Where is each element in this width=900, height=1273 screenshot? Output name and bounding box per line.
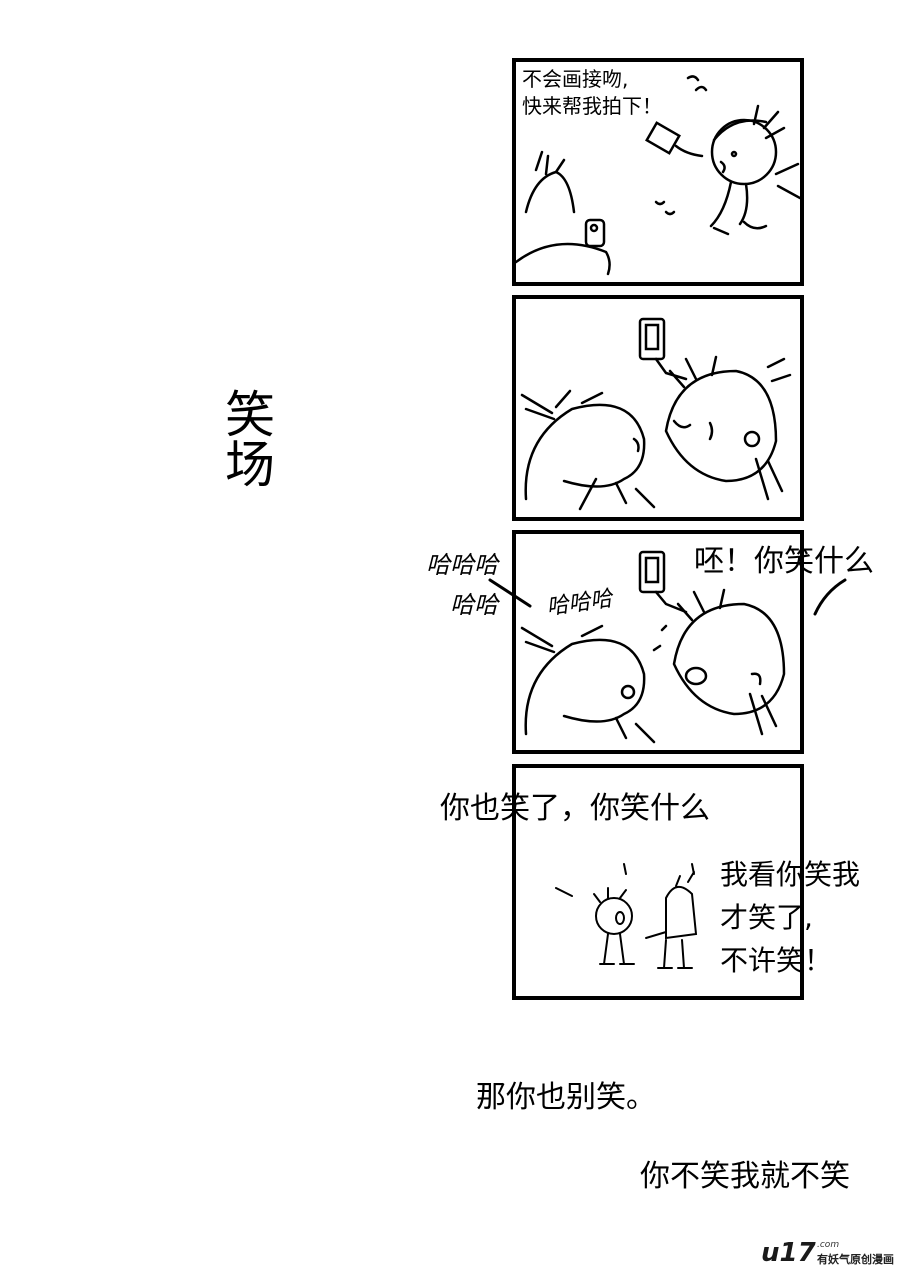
- caption-line-1: 那你也别笑。: [476, 1080, 656, 1115]
- panel-3-speech-tails: [488, 578, 847, 616]
- panel-3-speech: 呸！你笑什么: [694, 544, 874, 579]
- panel-3: [512, 530, 804, 754]
- panel-1: 不会画接吻, 快来帮我拍下！: [512, 58, 804, 286]
- watermark-tagline: 有妖气原创漫画: [817, 1253, 894, 1266]
- panel-4-drawing: [555, 863, 698, 969]
- watermark-domain: .com: [817, 1240, 840, 1250]
- panel-4-speech-side: 我看你笑我 才笑了, 不许笑！: [720, 858, 861, 977]
- caption-line-2: 你不笑我就不笑: [640, 1159, 850, 1194]
- panel-1-speech: 不会画接吻, 快来帮我拍下！: [522, 67, 662, 118]
- comic-title: 笑场: [217, 388, 275, 488]
- panel-2-drawing: [520, 317, 792, 511]
- panel-3-drawing: [520, 550, 786, 744]
- panel-4-speech-top: 你也笑了，你笑什么: [440, 791, 710, 826]
- panel-2: [512, 295, 804, 521]
- panel-4: [512, 764, 804, 1000]
- panel-3-laugh-sfx-outside: 哈哈哈 哈哈: [426, 551, 498, 619]
- watermark-main: u17: [761, 1238, 816, 1268]
- panel-1-drawing: [516, 75, 800, 276]
- u17-watermark-logo: u17 .com 有妖气原创漫画: [755, 1238, 900, 1268]
